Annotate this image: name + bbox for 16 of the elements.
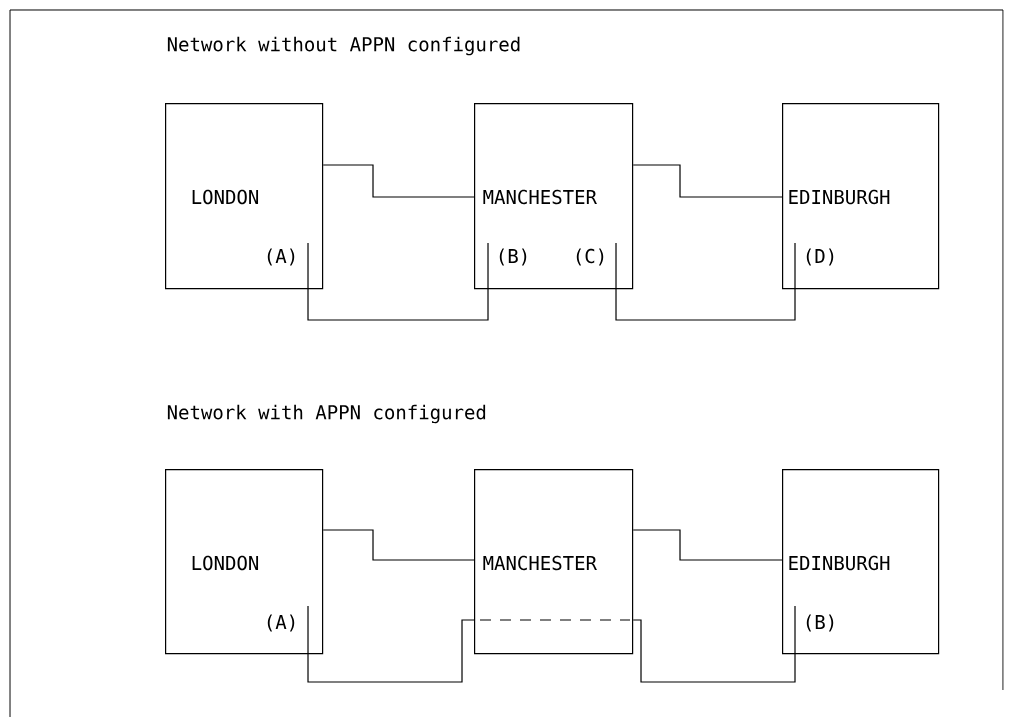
site-box: LONDON (A) (165, 469, 324, 655)
heading: Network with APPN configured (167, 404, 486, 424)
site-box: LONDON (A) (165, 103, 324, 290)
connection-line (632, 605, 796, 683)
site-box: MANCHESTER (B) (C) (474, 103, 634, 290)
site-box: EDINBURGH (D) (782, 103, 940, 290)
heading: Network without APPN configured (167, 36, 520, 56)
site-box: MANCHESTER (474, 469, 634, 655)
connection-line (307, 605, 475, 683)
connection-line (307, 242, 489, 321)
connection-line (615, 242, 796, 321)
connection-line (632, 164, 783, 198)
connection-line (322, 529, 475, 561)
site-box: EDINBURGH (B) (782, 469, 940, 655)
connection-line (632, 529, 783, 561)
connection-line (322, 164, 475, 198)
